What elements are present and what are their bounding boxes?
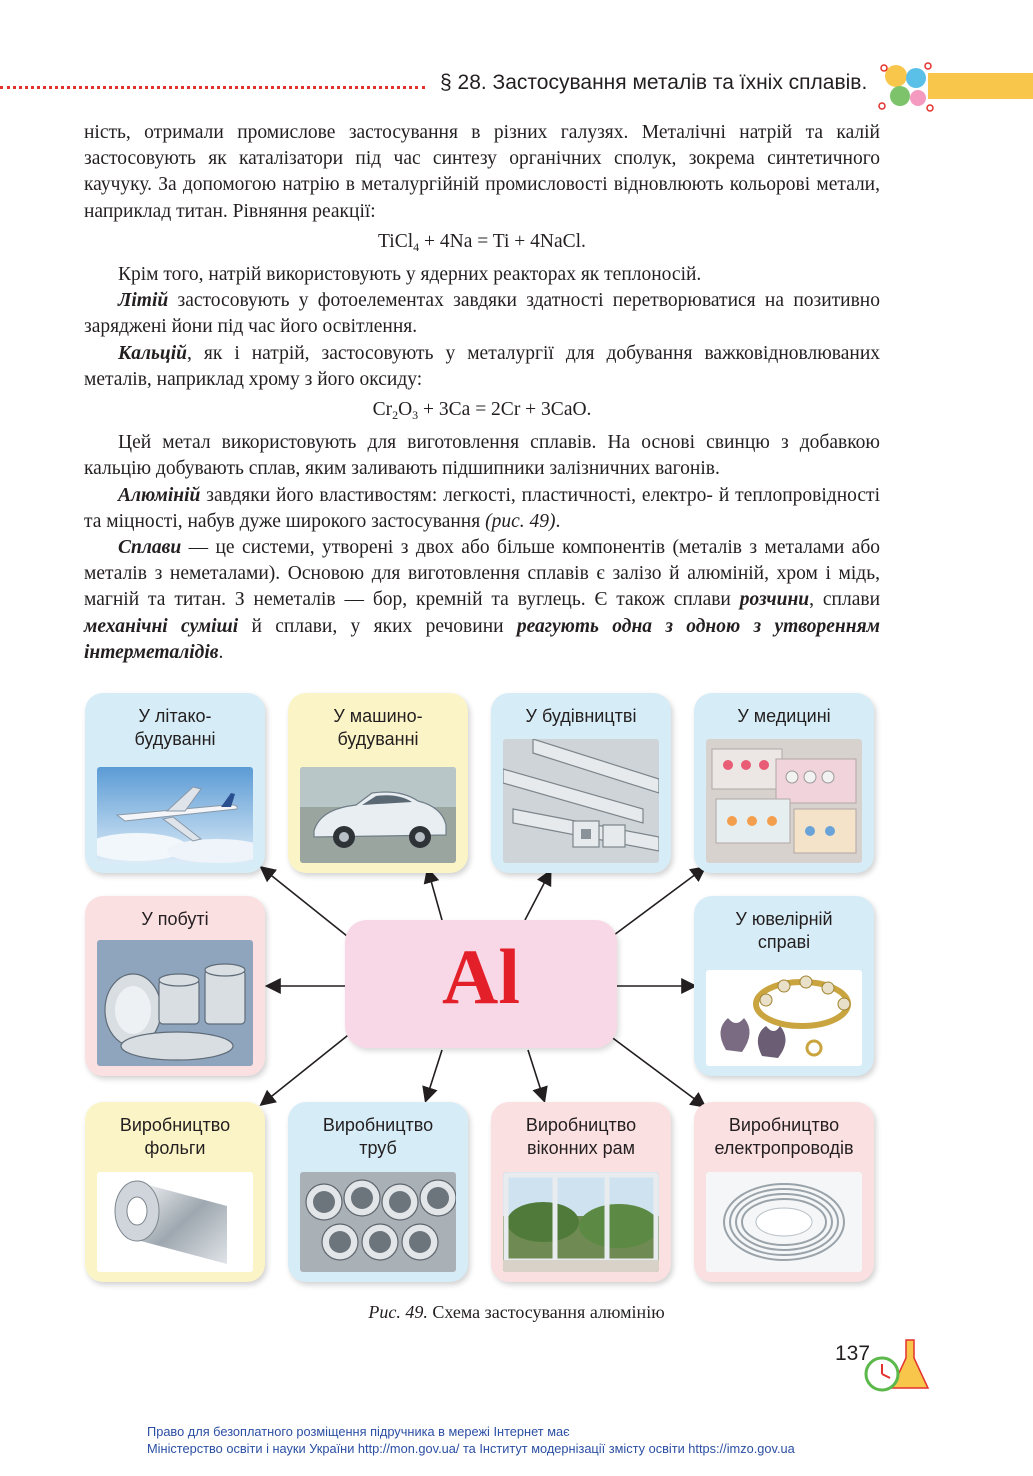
- equation-ticl4: TiCl4 + 4Na = Ti + 4NaCl.: [378, 230, 586, 254]
- card-label: У ювелірній справі: [735, 909, 833, 952]
- card-pipes: Виробництво труб: [288, 1102, 468, 1282]
- footer-line: Право для безоплатного розміщення підруч…: [147, 1424, 570, 1439]
- figure-number: Рис. 49.: [368, 1302, 428, 1322]
- paragraph: ність, отримали промислове застосування …: [84, 122, 880, 222]
- foil-roll-image: [97, 1172, 253, 1272]
- airplane-image: [97, 767, 253, 863]
- paragraph: Літій застосовують у фотоелементах завдя…: [84, 290, 880, 338]
- card-label: У побуті: [141, 909, 209, 929]
- card-label: У літако- будуванні: [134, 706, 216, 749]
- card-label: Виробництво труб: [322, 1115, 434, 1158]
- term-aluminum: Алюміній: [118, 484, 201, 506]
- paragraph: Сплави — це системи, утворені з двох або…: [84, 537, 881, 663]
- card-label: У медицині: [737, 706, 831, 726]
- jewelry-image: [706, 970, 862, 1066]
- aluminum-applications-diagram: Al У літако- будуванні У машино- будуван…: [80, 688, 886, 1288]
- diagram-arrows: [259, 866, 707, 1108]
- figure-reference: (рис. 49): [485, 510, 556, 532]
- car-image: [300, 767, 456, 863]
- card-electric-wires: Виробництво електропроводів: [694, 1102, 874, 1282]
- term-alloys: Сплави: [118, 537, 182, 559]
- figure-caption: Рис. 49. Схема застосування алюмінію: [368, 1302, 665, 1322]
- page-number: 137: [835, 1342, 871, 1365]
- footer-notice: Право для безоплатного розміщення підруч…: [147, 1423, 795, 1457]
- paragraph: Цей метал використовують для виготовленн…: [84, 432, 880, 480]
- molecule-icon: [878, 62, 934, 112]
- paragraph: Крім того, натрій використовують у ядерн…: [118, 264, 702, 286]
- footer-line: Міністерство освіти і науки України http…: [147, 1441, 795, 1456]
- center-element-box: Al: [345, 920, 617, 1048]
- card-window-frames: Виробництво віконних рам: [491, 1102, 671, 1282]
- aluminum-symbol: Al: [442, 933, 520, 1020]
- wire-coil-image: [706, 1172, 862, 1272]
- card-label: Виробництво віконних рам: [525, 1115, 637, 1158]
- equation-cr2o3: Cr2O3 + 3Ca = 2Cr + 3CaO.: [372, 399, 592, 423]
- card-label: У будівництві: [525, 706, 637, 726]
- header-color-band: [928, 73, 1033, 99]
- header-dotted-rule: [0, 86, 425, 89]
- section-title: § 28. Застосування металів та їхніх спла…: [440, 71, 868, 94]
- card-foil: Виробництво фольги: [85, 1102, 265, 1282]
- pill-blisters-image: [706, 739, 862, 863]
- pipes-image: [300, 1172, 456, 1272]
- cookware-image: [97, 940, 253, 1066]
- card-label: У машино- будуванні: [333, 706, 423, 749]
- card-household: У побуті: [85, 896, 265, 1076]
- term-lithium: Літій: [118, 290, 169, 312]
- card-machinery: У машино- будуванні: [288, 693, 468, 873]
- card-jewelry: У ювелірній справі: [694, 896, 874, 1076]
- card-medicine: У медицині: [694, 693, 874, 873]
- card-construction: У будівництві: [491, 693, 671, 873]
- window-frame-image: [503, 1172, 659, 1272]
- aluminum-profiles-image: [503, 739, 659, 863]
- body-text: ність, отримали промислове застосування …: [84, 120, 880, 666]
- card-label: Виробництво електропроводів: [714, 1115, 854, 1158]
- paragraph: Алюміній завдяки його властивостям: легк…: [84, 484, 880, 532]
- clock-flask-icon: [864, 1339, 930, 1392]
- card-label: Виробництво фольги: [119, 1115, 231, 1158]
- paragraph: Кальцій, як і натрій, застосовують у мет…: [84, 342, 880, 390]
- term-calcium: Кальцій: [118, 342, 188, 364]
- card-aircraft: У літако- будуванні: [85, 693, 265, 873]
